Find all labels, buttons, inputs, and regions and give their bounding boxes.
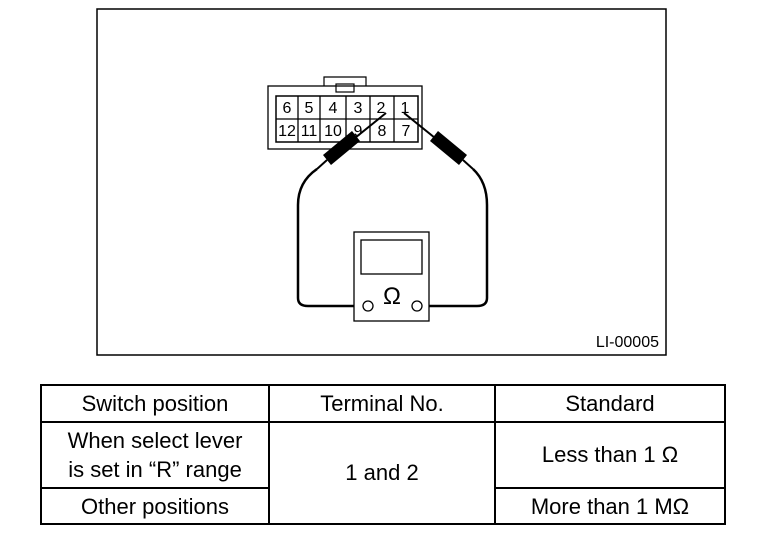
standard-less-than: Less than 1 Ω <box>494 420 726 490</box>
terminal-4: 4 <box>329 100 338 117</box>
position-r-range: When select lever is set in “R” range <box>40 420 270 490</box>
meter-jack-right <box>411 300 423 312</box>
diagram-border <box>96 8 667 356</box>
figure-id: LI-00005 <box>596 334 659 351</box>
wiring-diagram: 6 5 4 3 2 1 12 11 10 9 8 7 <box>96 8 667 356</box>
terminal-11: 11 <box>301 123 318 140</box>
terminal-7: 7 <box>402 123 411 140</box>
standard-more-than: More than 1 MΩ <box>494 487 726 525</box>
ohm-symbol: Ω <box>383 283 401 310</box>
terminal-9: 9 <box>354 123 363 140</box>
terminal-10: 10 <box>324 123 342 140</box>
position-line-2: is set in “R” range <box>68 456 242 482</box>
terminal-pair: 1 and 2 <box>268 420 496 526</box>
position-line-1: When select lever <box>67 427 243 453</box>
terminal-8: 8 <box>378 123 387 140</box>
left-test-probe <box>316 112 387 170</box>
header-switch-position: Switch position <box>40 384 270 423</box>
right-test-lead <box>423 168 489 308</box>
terminal-3: 3 <box>354 100 363 117</box>
terminal-2: 2 <box>377 100 386 117</box>
ohmmeter: Ω <box>353 231 430 322</box>
terminal-12: 12 <box>278 123 296 140</box>
connector-lock-tab <box>323 76 367 86</box>
left-test-lead <box>296 167 362 308</box>
terminal-5: 5 <box>305 100 314 117</box>
right-test-probe <box>403 112 474 170</box>
terminal-6: 6 <box>283 100 292 117</box>
terminal-1: 1 <box>401 100 410 117</box>
resistance-spec-table: Switch position Terminal No. Standard Wh… <box>40 384 726 526</box>
connector-ohmmeter-illustration: 6 5 4 3 2 1 12 11 10 9 8 7 <box>96 8 667 356</box>
meter-display <box>360 239 423 275</box>
table-header-row: Switch position Terminal No. Standard <box>40 384 726 423</box>
position-other: Other positions <box>40 487 270 525</box>
meter-jack-left <box>362 300 374 312</box>
connector-latch <box>335 83 355 93</box>
header-terminal-no: Terminal No. <box>268 384 496 423</box>
table-row: When select lever is set in “R” range 1 … <box>40 420 726 526</box>
table-row: Other positions More than 1 MΩ <box>40 487 726 525</box>
header-standard: Standard <box>494 384 726 423</box>
